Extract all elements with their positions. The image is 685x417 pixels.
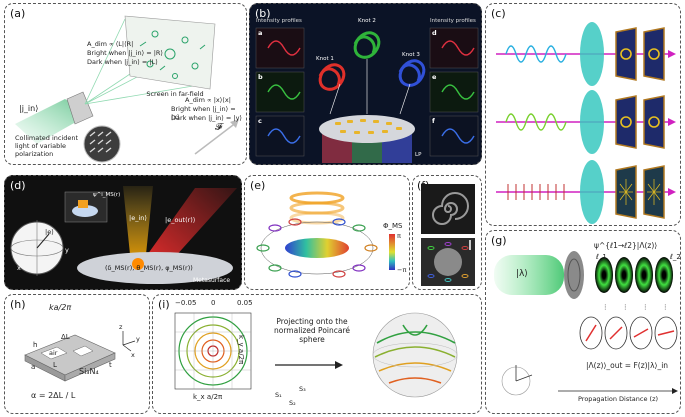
knot2-label: Knot 2 [358,18,376,24]
knot-3 [400,61,424,85]
knot1-label: Knot 1 [316,56,334,62]
metasurface-disc [564,251,584,299]
poincare-sphere [373,313,457,397]
psi-label: ψ^i_MS(r) [93,192,120,198]
tile-a [256,28,304,68]
panel-f: (f) [412,175,482,290]
panel-d-illustration [5,176,243,291]
h-material: Si₃N₄ [79,367,99,376]
tile-c [256,116,304,156]
eq-2: A_dim ∝ |x⟩⟨x| [185,96,231,104]
disc-3 [580,160,604,224]
dots-3: ⋮ [642,303,649,311]
sub-d: d [432,29,437,37]
tile-e [430,72,478,112]
panel-e: (e) Φ_MS π −π [244,175,410,290]
sub-a: a [258,29,262,37]
intensity-left: Intensity profiles [256,18,302,24]
panel-h-illustration [5,295,151,415]
i-s2: S₂ [289,399,296,407]
panel-g: (g) [485,230,681,414]
dots-4: ⋮ [662,303,669,311]
tile-f [430,116,478,156]
panel-g-illustration [486,231,682,415]
dark-2: Dark when |j_in⟩ = |y⟩ [171,114,242,122]
vortex-4 [655,257,673,293]
h-a: a [31,363,35,371]
phase-colorbar [389,234,395,270]
dark-1: Dark when |j_in⟩ = |L⟩ [87,58,158,66]
panel-e-illustration [245,176,411,291]
i-s1: S₁ [275,391,282,399]
metasurface-label: Metasurface [193,277,230,284]
lambda-label: |λ⟩ [516,269,528,279]
ein-label: |e_in⟩ [129,214,147,222]
h-L: L [53,361,57,369]
sub-c: c [258,117,262,125]
fourier-label: 𝓕 [215,122,222,133]
psi-label: ψ^{ℓ1→ℓ2}|Λ(z)⟩ [594,241,657,250]
h-axis-z: z [119,323,122,331]
dots-1: ⋮ [602,303,609,311]
h-h: h [33,341,37,349]
i-s3: S₃ [299,385,306,393]
i-ylabel: k_y a/2π [237,335,245,364]
panel-b-illustration [250,4,483,166]
vortex-2 [615,257,633,293]
lp-label: LP [415,152,421,158]
intensity-right: Intensity profiles [430,18,476,24]
phase-disc [285,238,349,258]
panel-a: (a) [4,3,247,165]
knot3-label: Knot 3 [402,52,420,58]
l1-label: ℓ_1 [596,253,607,261]
vortex-1 [595,257,613,293]
sub-b: b [258,73,263,81]
jin-label: |j_in⟩ [19,104,38,113]
panel-b: (b) [249,3,482,165]
knot-2 [355,33,379,57]
g-axis-label: Propagation Distance (z) [578,395,658,403]
panel-c-illustration [486,4,682,227]
eout-label: |e_out(r)⟩ [165,216,195,224]
sub-e: e [432,73,436,81]
input-beam [494,255,564,295]
panel-f-illustration [413,176,483,291]
tile-d [430,28,478,68]
sphere-e: |e⟩ [45,228,54,236]
h-axis-y: y [136,335,140,343]
sphere-y: y [65,246,69,254]
knot-1 [320,65,344,89]
panel-d: (d) ψ^i_MS(r) |e_in⟩ |e_out(r)⟩ (δ_MS(r)… [4,175,242,290]
si3n4-slab [25,335,115,375]
panel-h: (h) ka/2π h ΔL air t a L Si₃N₄ α = 2ΔL /… [4,294,150,414]
h-dl: ΔL [61,333,70,341]
sphere-x: x [17,264,21,272]
l2-label: ℓ_2 [670,253,681,261]
i-xlabel: k_x a/2π [193,393,222,401]
disc-1 [580,22,604,86]
dots-2: ⋮ [622,303,629,311]
vortex-3 [635,257,653,293]
pi-label: π [397,232,401,240]
i-project: Projecting onto the normalized Poincaré … [271,317,353,344]
panel-i: (i) −0.05 0 0.05 k_y a/2π k_x a/2π [152,294,482,414]
tile-b [256,72,304,112]
g-equation: |Λ(z)⟩_out = F(z)|λ⟩_in [586,361,668,370]
h-air: air [49,349,57,357]
bright-1: Bright when |j_in⟩ = |R⟩ [87,49,163,57]
sub-f: f [432,117,435,125]
panel-c: (c) [485,3,681,226]
disc-2 [580,90,604,154]
h-t: t [109,361,112,369]
incident-label: Collimated incident light of variable po… [15,134,90,158]
eq-1: A_dim ∝ ⟨L|⟨R| [87,40,133,48]
h-axis-x: x [131,351,135,359]
phi-label: Φ_MS [383,222,403,230]
h-alpha: α = 2ΔL / L [31,391,75,400]
tuple-label: (δ_MS(r), θ_MS(r), φ_MS(r)) [105,264,193,272]
mpi-label: −π [397,266,406,274]
